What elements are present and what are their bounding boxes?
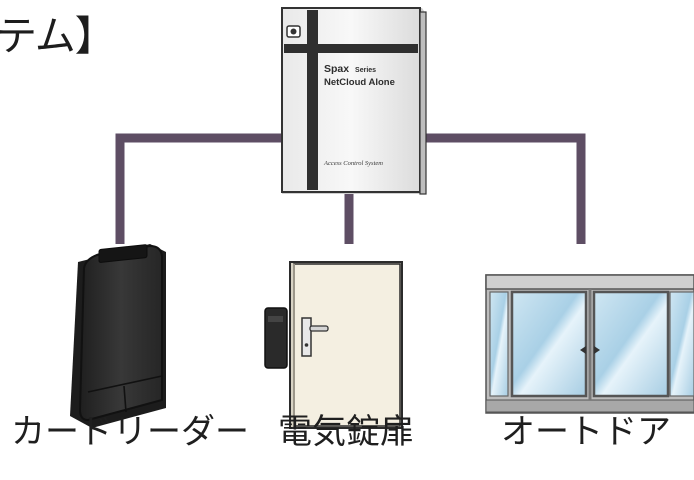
auto-door-left-leaf xyxy=(510,290,588,398)
door-panel xyxy=(293,263,401,427)
door-reader xyxy=(264,307,288,369)
electric-lock-door-label: 電気錠扉 xyxy=(278,412,414,452)
controller-series-line: Spax Series xyxy=(324,63,376,75)
door-handle-icon xyxy=(301,317,329,357)
connector-right xyxy=(418,133,586,244)
controller-series-word: Series xyxy=(355,67,376,74)
auto-door-label: オートドア xyxy=(501,412,671,452)
connector-left xyxy=(115,133,285,244)
auto-door-right-leaf xyxy=(592,290,670,398)
card-reader-device xyxy=(70,244,166,428)
controller-unit: Spax Series NetCloud Alone Access Contro… xyxy=(281,7,427,195)
card-reader-window xyxy=(98,244,148,263)
electric-lock-door-device xyxy=(264,261,403,429)
card-reader-label: カードリーダー xyxy=(11,412,249,452)
controller-series-brand: Spax xyxy=(324,63,349,75)
auto-door-arrows-icon xyxy=(580,346,600,354)
controller-vertical-stripe xyxy=(307,10,318,190)
connector-lines xyxy=(115,133,586,244)
controller-model-line: NetCloud Alone xyxy=(324,77,395,88)
auto-door-device xyxy=(485,274,694,414)
controller-horizontal-stripe xyxy=(284,44,418,53)
controller-logo-icon xyxy=(286,25,301,38)
controller-system-label: Access Control System xyxy=(323,160,383,167)
diagram-heading: テム】 xyxy=(0,12,116,60)
